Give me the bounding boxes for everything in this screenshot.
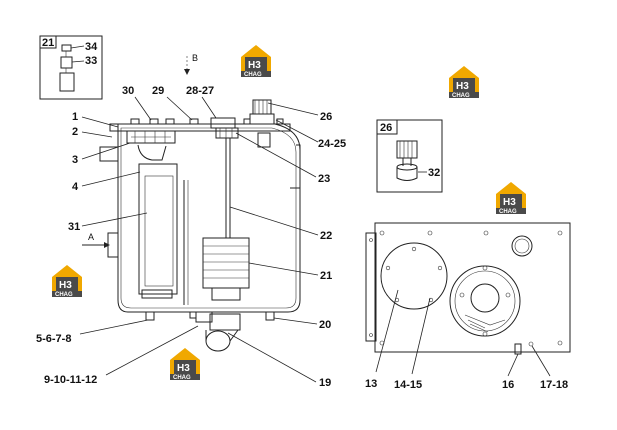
callout-23: 23 xyxy=(318,173,330,185)
view-b-arrow: B xyxy=(184,53,198,75)
brand-logo-sub: CHAG xyxy=(244,72,262,78)
brand-logo: H3 CHAG xyxy=(241,45,271,78)
brand-logo-mark: H3 xyxy=(456,81,469,92)
brand-logo-mark: H3 xyxy=(177,363,190,374)
callout-2: 2 xyxy=(72,126,78,138)
view-a-label: A xyxy=(88,232,94,242)
callout-9-10-11-12: 9-10-11-12 xyxy=(44,374,97,386)
callout-22: 22 xyxy=(320,230,332,242)
callout-20: 20 xyxy=(319,319,331,331)
callout-29: 29 xyxy=(152,85,164,97)
brand-logo: H3 CHAG xyxy=(170,348,200,381)
brand-logo-mark: H3 xyxy=(59,280,72,291)
brand-logo: H3 CHAG xyxy=(52,265,82,298)
hydraulic-tank xyxy=(99,99,301,352)
callout-16: 16 xyxy=(502,379,514,391)
callout-24-25: 24-25 xyxy=(318,138,346,150)
callout-17-18: 17-18 xyxy=(540,379,568,391)
brand-logo-sub: CHAG xyxy=(499,209,517,215)
callout-19: 19 xyxy=(319,377,331,389)
detail-box-26-title: 26 xyxy=(380,122,392,134)
brand-logo: H3 CHAG xyxy=(496,182,526,215)
callout-13: 13 xyxy=(365,378,377,390)
view-b-label: B xyxy=(192,53,198,63)
callout-21: 21 xyxy=(320,270,332,282)
callout-5-6-7-8: 5-6-7-8 xyxy=(36,333,71,345)
detail-box-26: 26 32 xyxy=(376,119,443,193)
brand-logo-mark: H3 xyxy=(503,197,516,208)
brand-logo-sub: CHAG xyxy=(55,292,73,298)
brand-logo-sub: CHAG xyxy=(173,375,191,381)
callout-28-27: 28-27 xyxy=(186,85,214,97)
brand-logo-sub: CHAG xyxy=(452,93,470,99)
brand-logo-mark: H3 xyxy=(248,60,261,71)
callout-34: 34 xyxy=(85,41,98,53)
callout-3: 3 xyxy=(72,154,78,166)
callout-4: 4 xyxy=(72,181,79,193)
callout-26: 26 xyxy=(320,111,332,123)
callout-1: 1 xyxy=(72,111,78,123)
detail-box-21: 21 34 33 xyxy=(39,35,103,100)
brand-logo: H3 CHAG xyxy=(449,66,479,99)
callout-33: 33 xyxy=(85,55,97,67)
callout-14-15: 14-15 xyxy=(394,379,422,391)
leader-lines-main xyxy=(79,96,319,383)
callout-32: 32 xyxy=(428,167,440,179)
callout-30: 30 xyxy=(122,85,134,97)
detail-box-21-title: 21 xyxy=(42,37,54,49)
tank-side-view xyxy=(365,222,571,377)
callout-31: 31 xyxy=(68,221,80,233)
view-a-arrow: A xyxy=(82,232,110,248)
